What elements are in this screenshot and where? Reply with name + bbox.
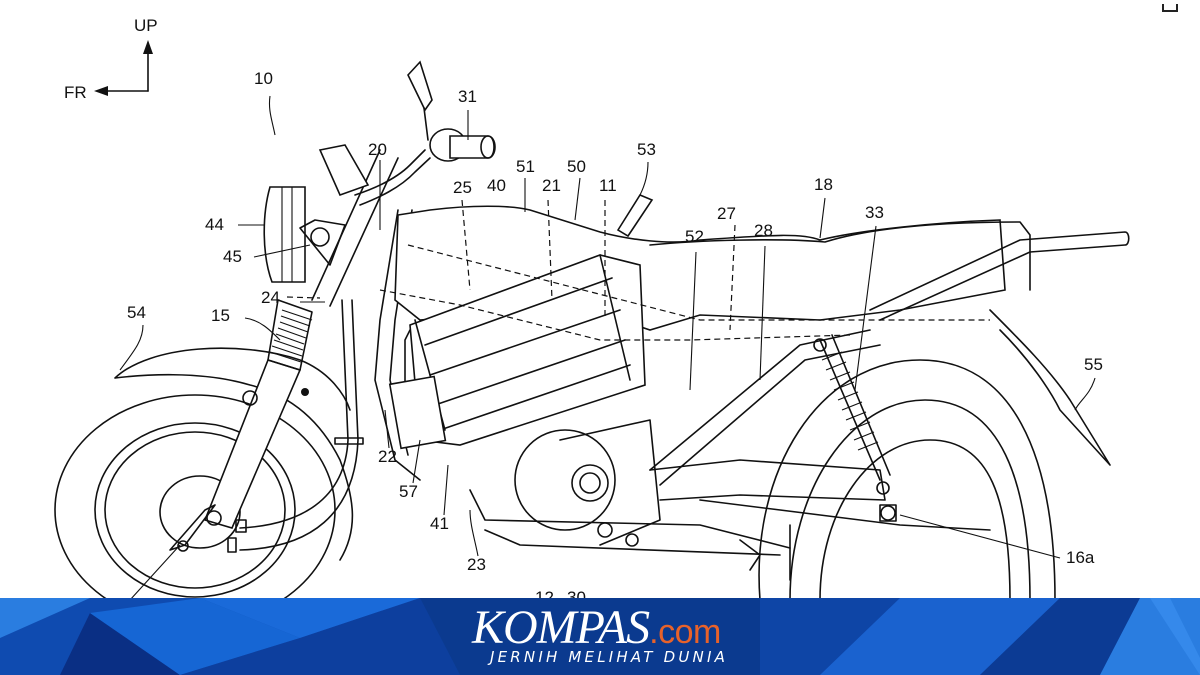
ref-23: 23 [467,555,486,574]
banner-polygon-background [0,598,1200,675]
ref-52: 52 [685,227,704,246]
charge-port-lid [616,194,654,238]
brand-name: KOMPAS [472,601,650,654]
ref-21: 21 [542,176,561,195]
ref-41: 41 [430,514,449,533]
meter-cluster [318,144,370,197]
headlight [263,186,346,283]
ref-55: 55 [1084,355,1103,374]
front-fork [169,149,399,553]
ref-50: 50 [567,157,586,176]
hidden-outline [286,199,990,341]
ref-57: 57 [399,482,418,501]
ref-11: 11 [599,176,617,195]
ref-44: 44 [205,215,224,234]
rear-fender [989,309,1111,466]
ref-40: 40 [487,176,506,195]
rear-wheel [758,359,1056,600]
drive-motor [514,419,661,547]
ref-33: 33 [865,203,884,222]
front-wheel [54,394,336,600]
brake-cable [239,299,349,529]
brand-logo: KOMPAS.com [472,600,721,660]
ref-53: 53 [637,140,656,159]
ref-16a: 16a [1066,548,1095,567]
up-label: UP [134,16,158,35]
ref-15: 15 [211,306,230,325]
ref-51: 51 [516,157,535,176]
ref-45: 45 [223,247,242,266]
rear-rack [869,231,1130,321]
ref-25: 25 [453,178,472,197]
ref-54: 54 [127,303,146,322]
ref-24: 24 [261,288,280,307]
corner-bracket-mark [1162,4,1178,12]
lead-lines [119,95,1096,559]
ref-18: 18 [814,175,833,194]
ref-28: 28 [754,221,773,240]
ref-30: 30 [567,588,586,600]
ref-31: 31 [458,87,477,106]
swing-arm [649,459,991,531]
reference-numerals: 10 31 20 51 50 53 25 40 21 11 18 27 33 5… [127,69,1103,600]
brand-tagline: JERNIH MELIHAT DUNIA [490,648,729,666]
ref-12: 12 [535,588,554,600]
handlebar [354,60,496,206]
stand-bar [469,489,791,556]
orientation-indicator: UP FR [64,16,158,102]
kompas-banner: KOMPAS.com JERNIH MELIHAT DUNIA [0,598,1200,675]
front-label: FR [64,83,87,102]
ref-27: 27 [717,204,736,223]
rear-shock [813,334,891,495]
ref-22: 22 [378,447,397,466]
ref-20: 20 [368,140,387,159]
brand-domain: .com [649,613,721,651]
motorcycle-patent-drawing: UP FR [54,16,1130,600]
seat [649,221,1031,291]
ref-10: 10 [254,69,273,88]
battery-pack [388,254,646,450]
